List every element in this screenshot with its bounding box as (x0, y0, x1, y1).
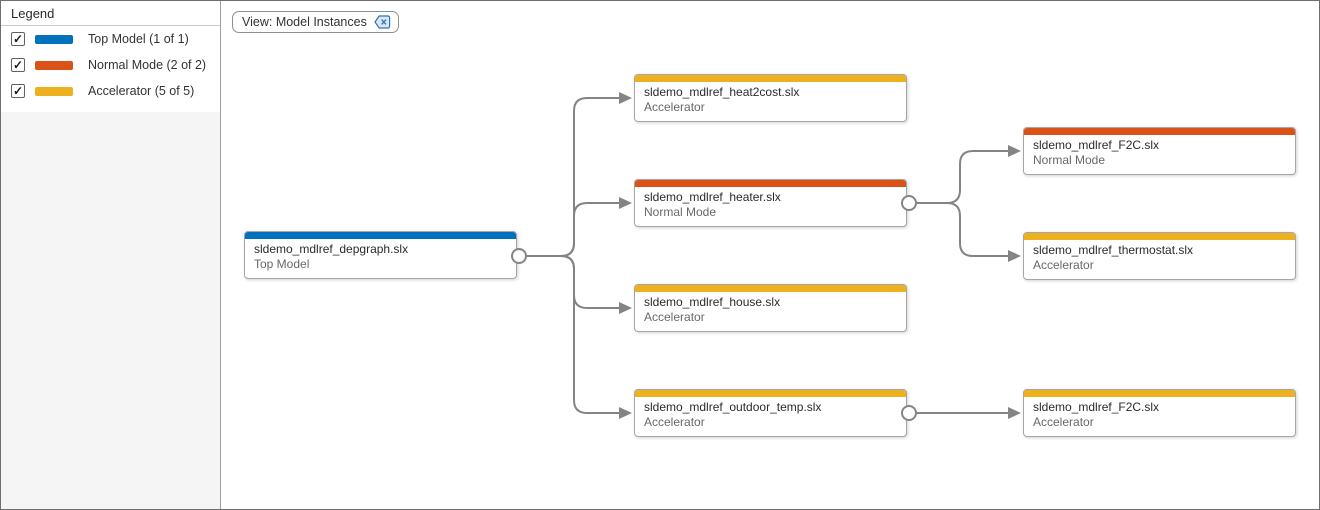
node-depgraph[interactable]: sldemo_mdlref_depgraph.slx Top Model (244, 231, 517, 279)
node-subtitle: Accelerator (1033, 415, 1094, 429)
node-color-bar (635, 75, 906, 82)
node-title: sldemo_mdlref_house.slx (644, 295, 781, 309)
node-outdoor-temp[interactable]: sldemo_mdlref_outdoor_temp.slx Accelerat… (634, 389, 907, 437)
node-color-bar (635, 390, 906, 397)
legend-item-label: Normal Mode (2 of 2) (88, 58, 207, 72)
node-color-bar (1024, 128, 1295, 135)
normal-mode-checkbox[interactable]: ✓ (11, 58, 25, 72)
view-filter-label: View: Model Instances (242, 15, 367, 29)
node-title: sldemo_mdlref_heater.slx (644, 190, 781, 204)
clear-filter-icon[interactable] (374, 15, 391, 29)
legend-panel: Legend ✓ Top Model (1 of 1) ✓ Normal Mod… (1, 1, 220, 112)
normal-mode-color-swatch (35, 60, 73, 70)
legend-item-top-model: ✓ Top Model (1 of 1) (1, 26, 220, 52)
node-color-bar (635, 180, 906, 187)
node-title: sldemo_mdlref_F2C.slx (1033, 400, 1160, 414)
legend-item-normal-mode: ✓ Normal Mode (2 of 2) (1, 52, 220, 78)
node-subtitle: Accelerator (1033, 258, 1094, 272)
accelerator-color-swatch (35, 86, 73, 96)
node-house[interactable]: sldemo_mdlref_house.slx Accelerator (634, 284, 907, 332)
node-title: sldemo_mdlref_outdoor_temp.slx (644, 400, 822, 414)
node-title: sldemo_mdlref_depgraph.slx (254, 242, 409, 256)
node-subtitle: Top Model (254, 257, 310, 271)
view-filter-badge: View: Model Instances (232, 11, 399, 33)
node-f2c-accelerator[interactable]: sldemo_mdlref_F2C.slx Accelerator (1023, 389, 1296, 437)
node-subtitle: Accelerator (644, 310, 705, 324)
node-f2c-normal[interactable]: sldemo_mdlref_F2C.slx Normal Mode (1023, 127, 1296, 175)
node-color-bar (635, 285, 906, 292)
node-color-bar (1024, 390, 1295, 397)
node-thermostat[interactable]: sldemo_mdlref_thermostat.slx Accelerator (1023, 232, 1296, 280)
node-title: sldemo_mdlref_F2C.slx (1033, 138, 1160, 152)
accelerator-checkbox[interactable]: ✓ (11, 84, 25, 98)
node-title: sldemo_mdlref_heat2cost.slx (644, 85, 800, 99)
node-subtitle: Normal Mode (644, 205, 717, 219)
top-model-color-swatch (35, 34, 73, 44)
legend-item-label: Accelerator (5 of 5) (88, 84, 195, 98)
node-subtitle: Normal Mode (1033, 153, 1106, 167)
legend-item-label: Top Model (1 of 1) (88, 32, 189, 46)
node-color-bar (245, 232, 516, 239)
node-color-bar (1024, 233, 1295, 240)
node-heater[interactable]: sldemo_mdlref_heater.slx Normal Mode (634, 179, 907, 227)
legend-sidebar: Legend ✓ Top Model (1 of 1) ✓ Normal Mod… (1, 1, 221, 509)
legend-item-accelerator: ✓ Accelerator (5 of 5) (1, 78, 220, 104)
legend-title: Legend (1, 1, 220, 26)
node-title: sldemo_mdlref_thermostat.slx (1033, 243, 1194, 257)
node-subtitle: Accelerator (644, 415, 705, 429)
node-subtitle: Accelerator (644, 100, 705, 114)
node-heat2cost[interactable]: sldemo_mdlref_heat2cost.slx Accelerator (634, 74, 907, 122)
top-model-checkbox[interactable]: ✓ (11, 32, 25, 46)
